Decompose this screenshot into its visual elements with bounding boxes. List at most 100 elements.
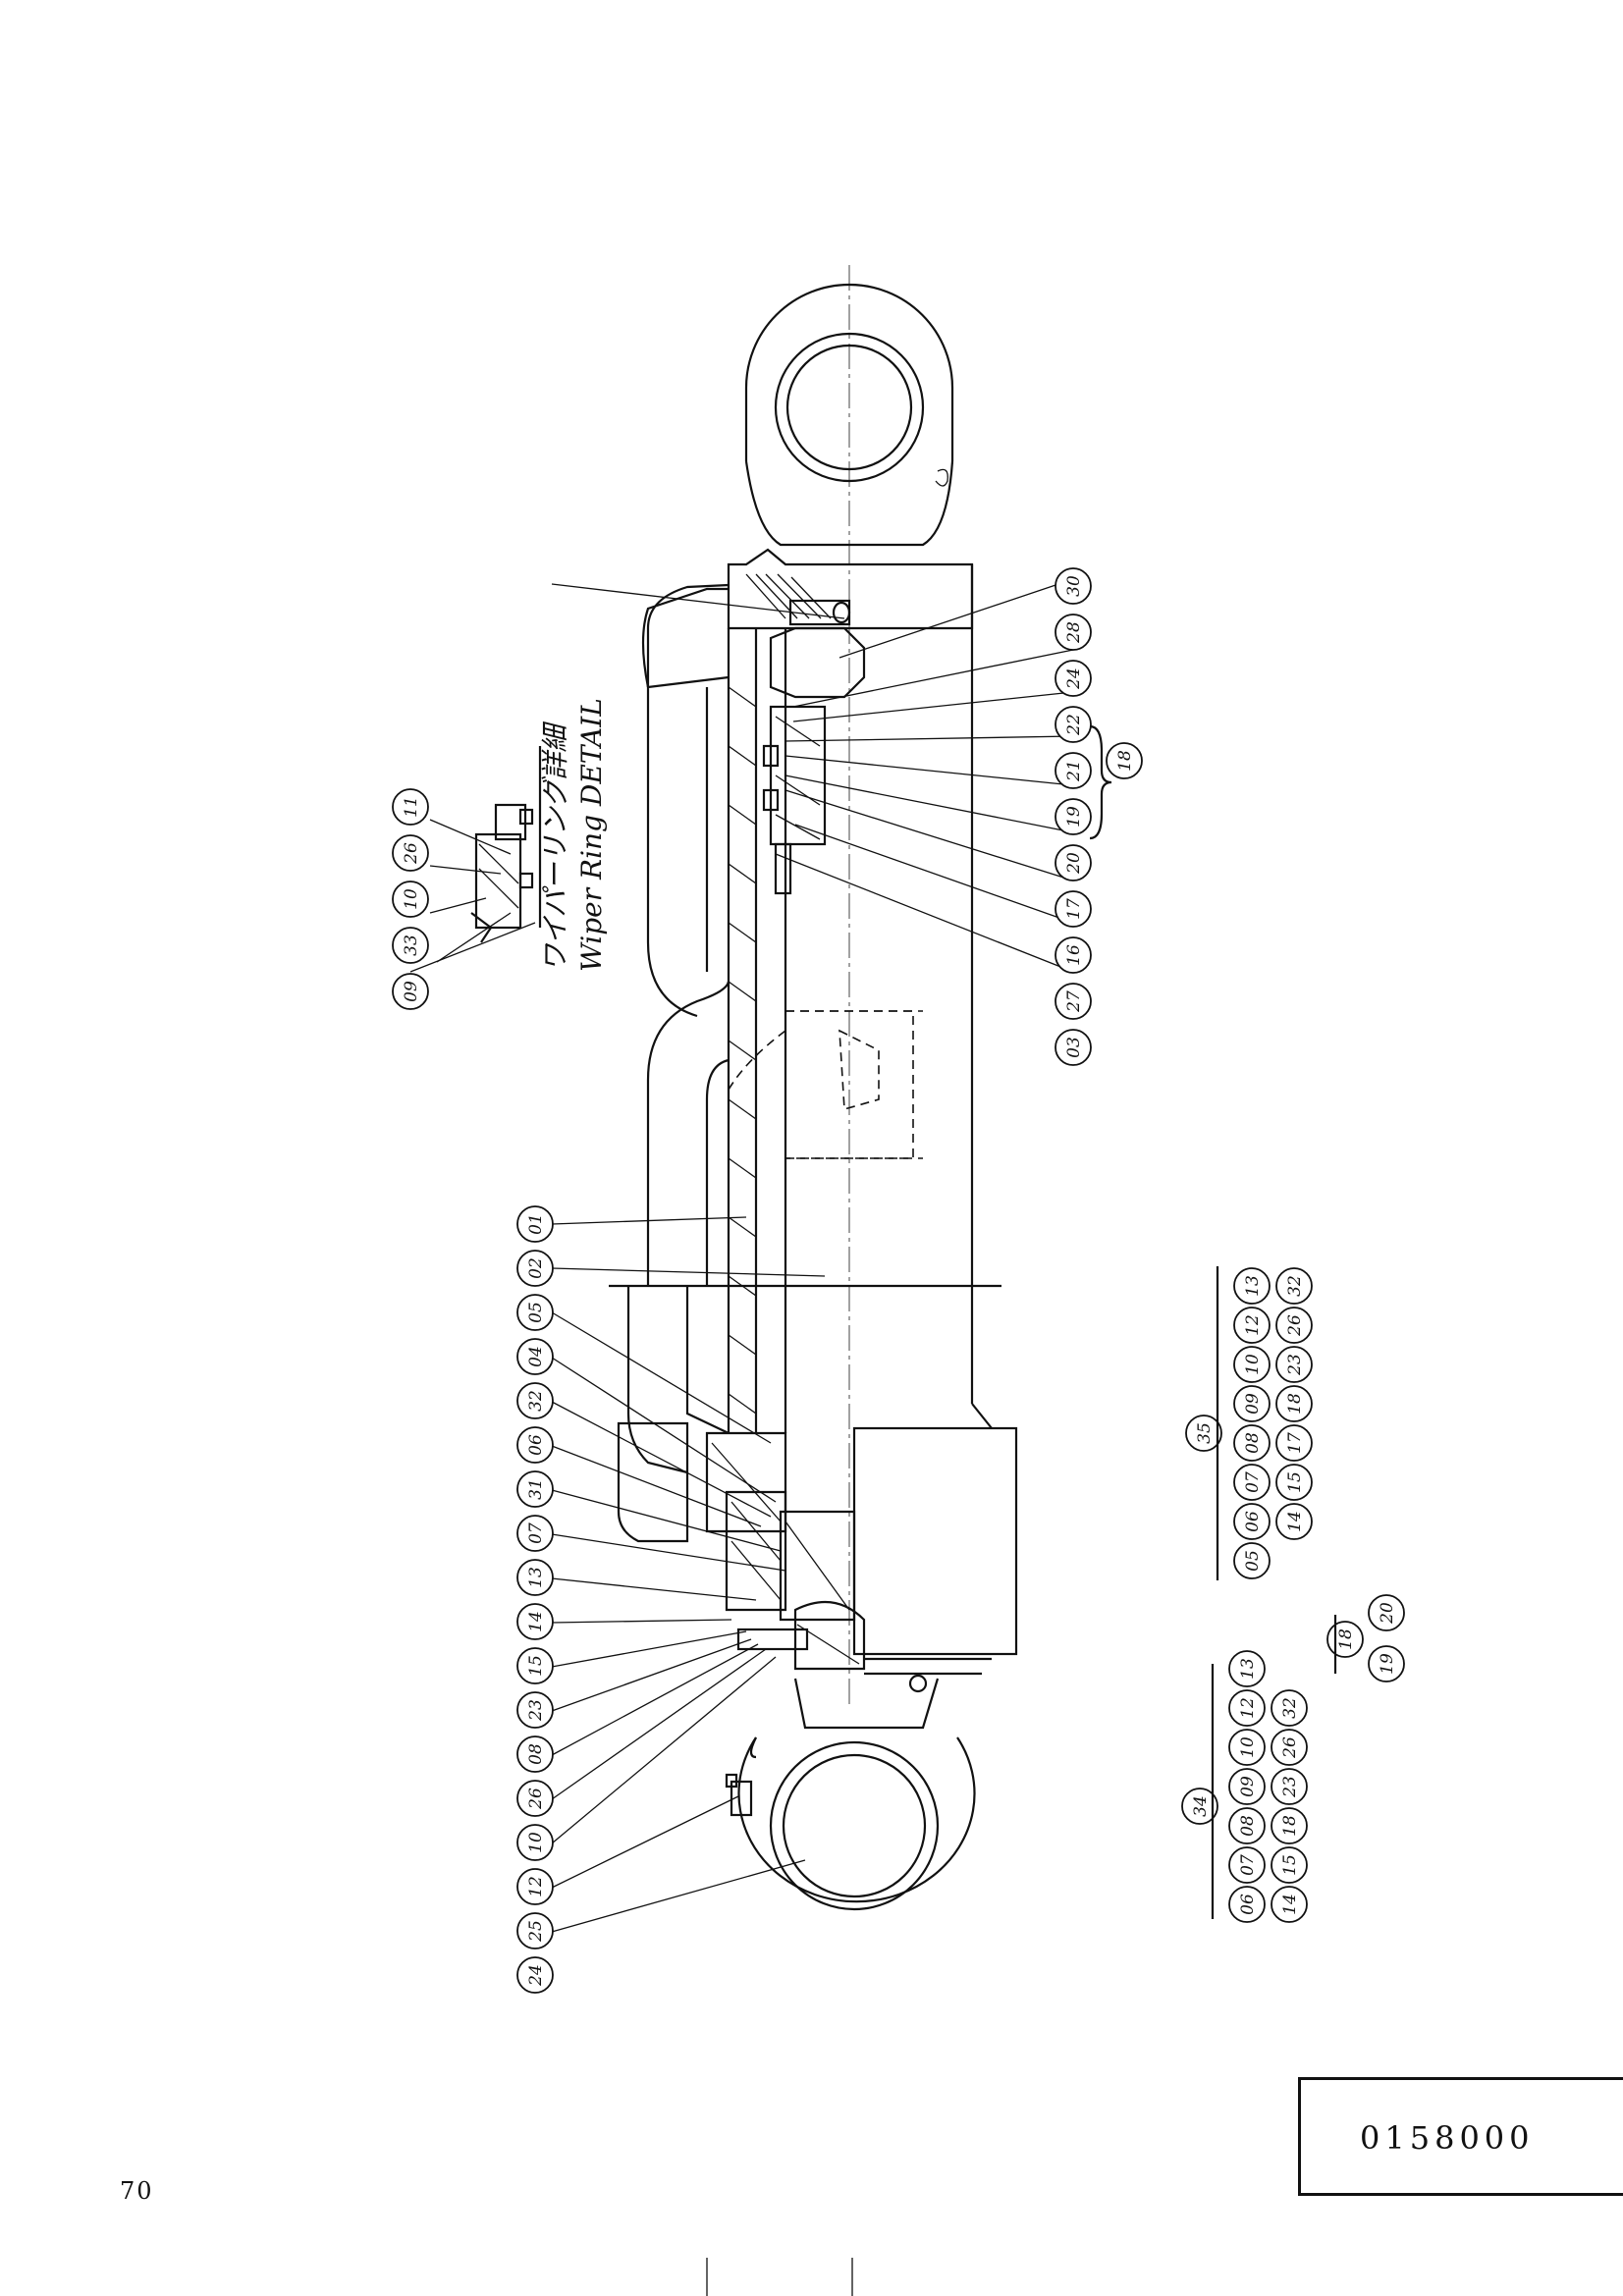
callout-circle [516,1647,554,1684]
callout-label: 18 [1285,1393,1305,1415]
callout-circle [1228,1729,1266,1766]
callout-circle [516,1603,554,1640]
callout-label: 15 [526,1655,546,1677]
callout-label: 14 [1285,1511,1305,1532]
callout-circle [1275,1424,1313,1462]
callout-circle [1055,890,1092,928]
callout-32: 32 [516,1382,554,1419]
callout-circle [1275,1464,1313,1501]
callout-label: 06 [1238,1894,1258,1915]
callout-circle [1055,1029,1092,1066]
callout-06: 06 [516,1426,554,1464]
bottom-eye [725,1678,976,1911]
callout-label: 15 [1280,1854,1300,1876]
callout-circle [1233,1385,1271,1422]
callout-label: 16 [1064,944,1084,966]
callout-label: 23 [1285,1354,1305,1376]
callout-circle [1055,983,1092,1020]
callout-label: 17 [1285,1432,1305,1454]
callout-circle [516,1470,554,1508]
callout-label: 14 [1280,1894,1300,1915]
callout-label: 10 [526,1832,546,1853]
callout-circle [1055,798,1092,835]
callout-07: 07 [1228,1846,1266,1884]
callout-10: 10 [516,1824,554,1861]
callout-label: 03 [1064,1037,1084,1058]
callout-circle [516,1559,554,1596]
callout-12: 12 [1233,1307,1271,1344]
center-clamp-dashed [728,1010,923,1159]
callout-label: 13 [1243,1275,1263,1297]
callout-label: 02 [526,1257,546,1279]
callout-balloons: 0933102611302824222119201716270318010205… [392,567,1405,1994]
callout-13: 13 [1233,1267,1271,1305]
callout-25: 25 [516,1912,554,1949]
callout-circle [1275,1346,1313,1383]
callout-label: 12 [1238,1697,1258,1719]
callout-label: 10 [402,888,421,910]
callout-09: 09 [1233,1385,1271,1422]
callout-10: 10 [1233,1346,1271,1383]
callout-circle [516,1294,554,1331]
callout-label: 24 [1064,667,1084,690]
wiper-detail-label-jp: ワイパーリング詳細 [539,721,571,972]
callout-label: 07 [1243,1471,1263,1493]
callout-15: 15 [516,1647,554,1684]
callout-circle [516,1780,554,1817]
callout-19: 19 [1368,1645,1405,1682]
callout-label: 06 [526,1434,546,1456]
callout-circle [516,1338,554,1375]
callout-label: 27 [1064,990,1084,1013]
callout-label: 10 [1243,1354,1263,1375]
callout-06: 06 [1233,1503,1271,1540]
callout-circle [516,1382,554,1419]
callout-06: 06 [1228,1886,1266,1923]
callout-32: 32 [1275,1267,1313,1305]
callout-label: 04 [526,1346,546,1367]
rod-end-eye [744,283,954,547]
callout-circle [516,1735,554,1773]
callout-26: 26 [392,834,429,872]
callout-circle [1271,1729,1308,1766]
callout-09: 09 [1228,1768,1266,1805]
callout-circle [1181,1788,1218,1825]
callout-18: 18 [1326,1621,1364,1658]
callout-circle [516,1426,554,1464]
callout-circle [516,1824,554,1861]
callout-03: 03 [1055,1029,1092,1066]
callout-02: 02 [516,1250,554,1287]
callout-09: 09 [392,973,429,1010]
callout-circle [392,834,429,872]
callout-circle [1271,1886,1308,1923]
callout-19: 19 [1055,798,1092,835]
callout-label: 23 [526,1699,546,1722]
callout-15: 15 [1275,1464,1313,1501]
callout-circle [1275,1267,1313,1305]
callout-16: 16 [1055,936,1092,974]
callout-05: 05 [1233,1542,1271,1579]
callout-label: 31 [526,1478,546,1500]
callout-21: 21 [1055,752,1092,789]
callout-circle [516,1912,554,1949]
callout-label: 19 [1064,806,1084,828]
callout-31: 31 [516,1470,554,1508]
callout-label: 26 [1285,1314,1305,1337]
callout-label: 07 [1238,1854,1258,1876]
callout-label: 12 [1243,1314,1263,1336]
callout-circle [1228,1886,1266,1923]
callout-circle [392,788,429,826]
callout-circle [516,1515,554,1552]
callout-circle [1055,614,1092,651]
callout-circle [1233,1267,1271,1305]
callout-14: 14 [516,1603,554,1640]
callout-label: 11 [402,796,421,818]
callout-label: 08 [1243,1432,1263,1454]
callout-label: 35 [1195,1422,1215,1444]
callout-circle [1233,1424,1271,1462]
callout-circle [516,1205,554,1243]
callout-circle [1271,1846,1308,1884]
callout-23: 23 [516,1691,554,1729]
callout-label: 13 [1238,1658,1258,1680]
callout-circle [392,881,429,918]
kit-brackets [1089,724,1337,1919]
